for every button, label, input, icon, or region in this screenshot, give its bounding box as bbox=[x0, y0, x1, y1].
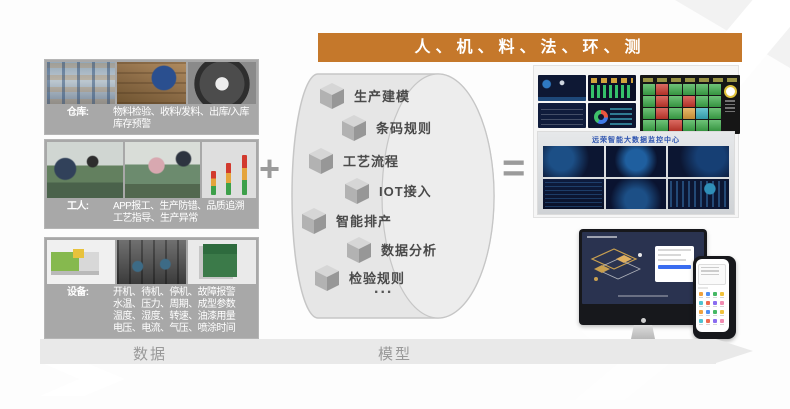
phone-notch bbox=[707, 256, 722, 259]
equals-sign: = bbox=[502, 146, 526, 190]
molding-machine-photo bbox=[47, 240, 116, 284]
cylinder-item: 生产建模 bbox=[320, 82, 410, 109]
equipment-line-4: 电压、电流、气压、喷涂时间 bbox=[113, 323, 236, 334]
machine-status-board bbox=[640, 75, 740, 134]
cube-icon bbox=[347, 237, 371, 263]
data-stage-label: 数据 bbox=[133, 346, 168, 363]
signal-tower-icon bbox=[226, 163, 232, 195]
workers-label: 工人: bbox=[67, 201, 89, 212]
worker-photo-2 bbox=[124, 142, 200, 198]
desktop-monitor bbox=[579, 229, 707, 344]
workers-card: 工人: APP报工、生产防错、品质追溯 工艺指导、生产异常 bbox=[45, 140, 258, 228]
dashboard-panel bbox=[588, 75, 636, 101]
cylinder-item: IOT接入 bbox=[345, 177, 432, 204]
monitor-bezel bbox=[579, 229, 707, 325]
flow-arrow-head bbox=[716, 339, 753, 363]
phone-screen bbox=[695, 258, 729, 332]
equipment-label: 设备: bbox=[67, 287, 89, 298]
cube-icon bbox=[302, 208, 326, 234]
warehouse-card: 仓库: 物料检验、收料/发料、出库/入库 库存预警 bbox=[45, 60, 258, 134]
wall-screens bbox=[543, 146, 729, 209]
cylinder-item-label: 条码规则 bbox=[376, 121, 433, 136]
cylinder-item: 智能排产 bbox=[302, 207, 392, 234]
dashboard-panel bbox=[588, 102, 636, 128]
wall-screen bbox=[605, 178, 667, 209]
workers-line-2: 工艺指导、生产异常 bbox=[113, 213, 198, 224]
cylinder-item-label: 生产建模 bbox=[354, 89, 411, 104]
workers-caption: 工人: APP报工、生产防错、品质追溯 工艺指导、生产异常 bbox=[45, 198, 258, 228]
monitor-screen bbox=[582, 232, 704, 304]
cube-icon bbox=[320, 83, 344, 109]
monitoring-wall: 远荣智能大数据监控中心 bbox=[538, 132, 734, 214]
login-button bbox=[658, 265, 691, 269]
gauge-icon bbox=[723, 85, 737, 98]
warehouse-caption: 仓库: 物料检验、收料/发料、出库/入库 库存预警 bbox=[45, 104, 258, 134]
cube-icon bbox=[342, 115, 366, 141]
screen-footer-bar bbox=[618, 295, 668, 297]
cylinder-item: 工艺流程 bbox=[309, 147, 399, 174]
press-machine-photo bbox=[187, 240, 256, 284]
worker-photo-1 bbox=[47, 142, 123, 198]
cylinder-item-label: 数据分析 bbox=[381, 243, 438, 258]
wall-screen bbox=[605, 146, 667, 177]
donut-chart-icon bbox=[594, 110, 608, 124]
cylinder-item: 数据分析 bbox=[347, 236, 437, 263]
cube-icon bbox=[315, 265, 339, 291]
dashboard-panel bbox=[538, 102, 586, 128]
phone-section-label bbox=[698, 286, 708, 289]
warehouse-racks-photo bbox=[47, 62, 116, 104]
cylinder-more-ellipsis: ... bbox=[374, 280, 394, 297]
workers-photos bbox=[45, 140, 258, 198]
equipment-card: 设备: 开机、待机、停机、故障报警 水温、压力、周期、成型参数 温度、湿度、转速… bbox=[45, 238, 258, 338]
cylinder-item-label: 工艺流程 bbox=[343, 154, 400, 169]
chevron-watermark-left bbox=[40, 362, 125, 396]
cylinder-item-label: 智能排产 bbox=[336, 214, 393, 229]
isometric-illustration bbox=[590, 248, 642, 281]
phone-header-card bbox=[698, 263, 726, 285]
warehouse-line-2: 库存预警 bbox=[113, 119, 151, 130]
barcode-scan-photo bbox=[117, 62, 186, 104]
cylinder-item: 检验规则 bbox=[315, 264, 405, 291]
equipment-line-2: 水温、压力、周期、成型参数 bbox=[113, 299, 236, 310]
dashboard-collage: 远荣智能大数据监控中心 bbox=[534, 66, 740, 217]
factory-floor-photo bbox=[117, 240, 186, 284]
cylinder-item-label: 检验规则 bbox=[349, 271, 406, 286]
flow-arrow-band bbox=[40, 339, 716, 364]
wall-title: 远荣智能大数据监控中心 bbox=[592, 137, 680, 144]
warehouse-photos bbox=[45, 60, 258, 104]
signal-tower-icon bbox=[211, 171, 217, 195]
cylinder-item: 条码规则 bbox=[342, 114, 432, 141]
gauge-column bbox=[723, 84, 737, 131]
apple-logo-icon bbox=[640, 317, 646, 323]
model-stage-label: 模型 bbox=[378, 346, 413, 363]
cylinder-item-label: IOT接入 bbox=[379, 184, 432, 199]
wall-screen bbox=[543, 178, 604, 209]
dashboard-panel bbox=[538, 75, 586, 101]
cube-icon bbox=[309, 148, 333, 174]
status-board-header bbox=[643, 78, 737, 82]
warehouse-line-1: 物料检验、收料/发料、出库/入库 bbox=[113, 107, 250, 118]
equipment-photos bbox=[45, 238, 258, 284]
component-reel-photo bbox=[187, 62, 256, 104]
equipment-caption: 设备: 开机、待机、停机、故障报警 水温、压力、周期、成型参数 温度、湿度、转速… bbox=[45, 284, 258, 338]
status-grid bbox=[643, 84, 721, 131]
mini-dashboards bbox=[538, 75, 636, 128]
equipment-line-1: 开机、待机、停机、故障报警 bbox=[113, 287, 236, 298]
equipment-line-3: 温度、湿度、转速、油漆用量 bbox=[113, 311, 236, 322]
screen-header-bar bbox=[587, 236, 617, 238]
signal-tower-photo bbox=[202, 142, 256, 198]
mobile-phone bbox=[693, 256, 736, 339]
wall-screen bbox=[668, 178, 729, 209]
monitor-stand-neck bbox=[631, 325, 655, 339]
wall-screen bbox=[543, 146, 604, 177]
signal-tower-icon bbox=[241, 155, 247, 195]
plus-sign: + bbox=[259, 148, 281, 189]
wall-screen bbox=[668, 146, 729, 177]
workers-line-1: APP报工、生产防错、品质追溯 bbox=[113, 201, 245, 212]
app-grid bbox=[696, 290, 729, 328]
banner-title: 人、机、料、法、环、测 bbox=[318, 33, 742, 62]
login-card bbox=[655, 246, 694, 282]
cube-icon bbox=[345, 178, 369, 204]
warehouse-label: 仓库: bbox=[67, 107, 89, 118]
